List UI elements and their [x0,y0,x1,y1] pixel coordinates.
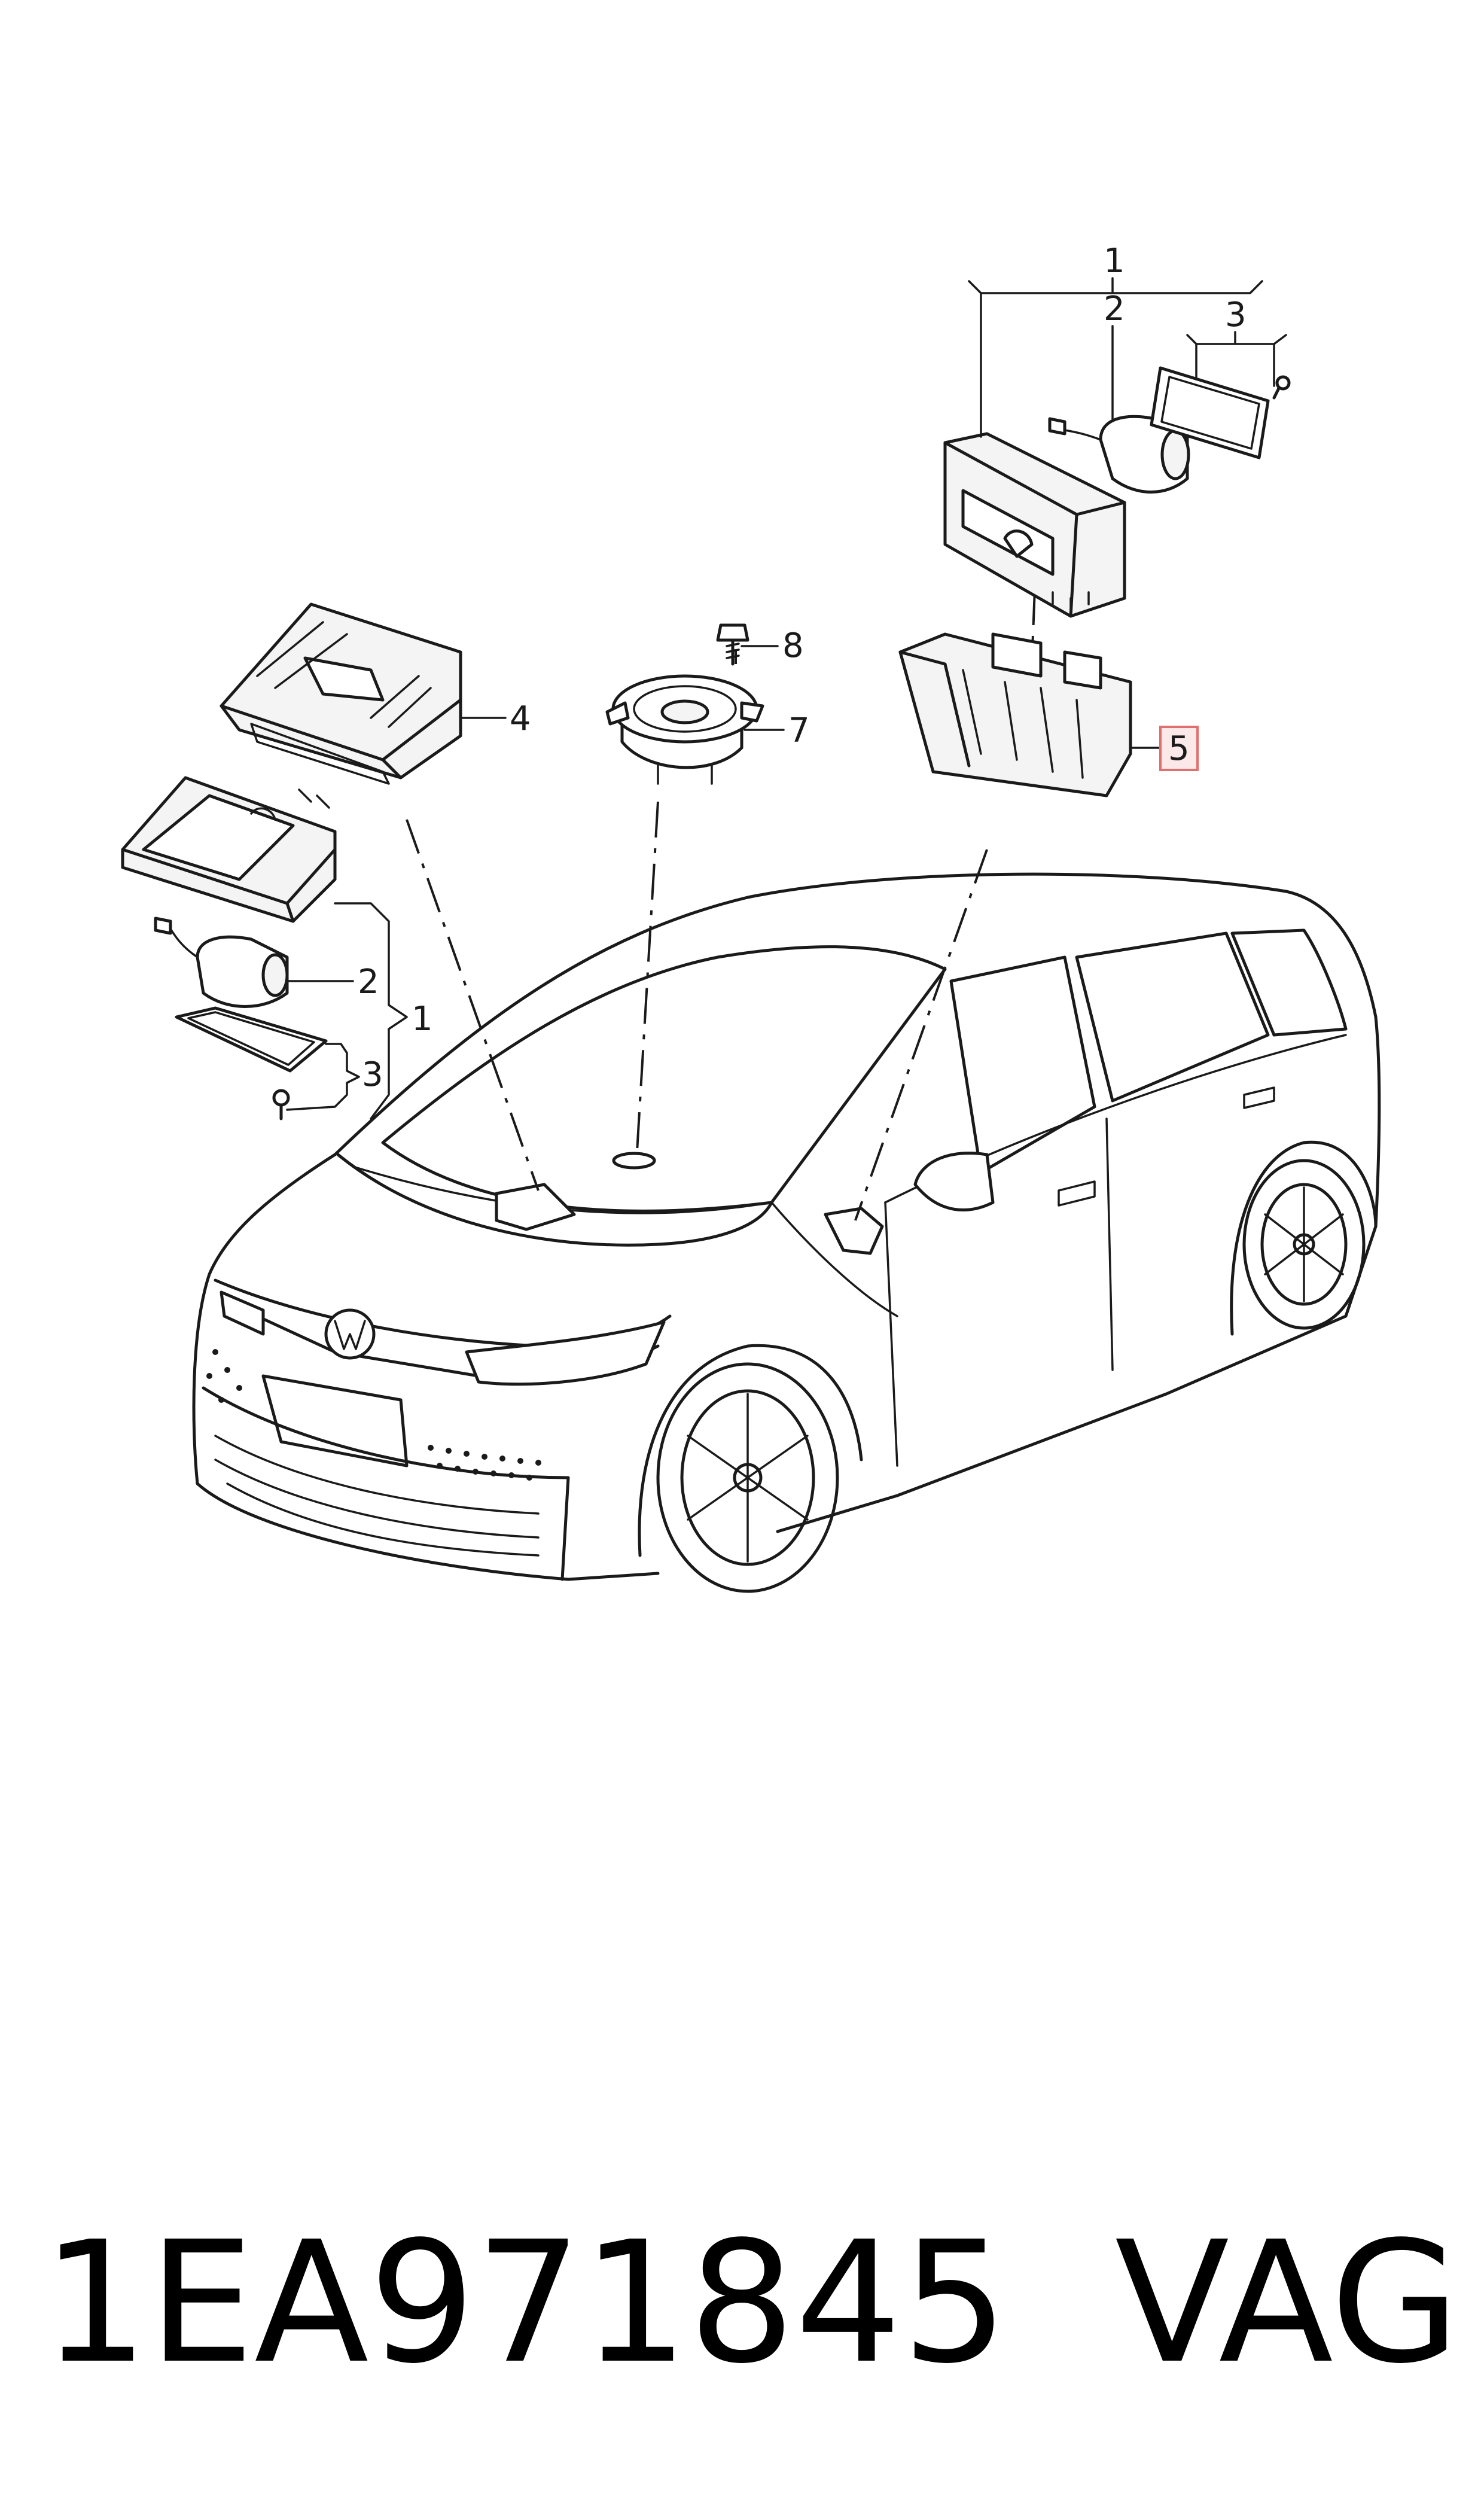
dash-speaker-cover [495,1183,576,1231]
part-2-battery-left [154,917,289,1008]
center-speaker-mount [612,1152,656,1170]
part-1-control-unit-left [121,776,337,923]
callout-2-left: 2 [358,963,379,1001]
callout-3-left: 3 [362,1055,383,1094]
brand-name: VAG [1114,2206,1460,2401]
part-5-bracket [898,632,1132,797]
part-3-cover-top [1150,366,1291,459]
part-number: 1EA971845 [42,2206,1008,2401]
part-8-screw [716,623,749,666]
part-2-battery-top [1048,415,1190,494]
a-pillar-bracket [824,1207,884,1255]
callout-5: 5 [1168,729,1190,768]
part-3-cover-left [175,1006,328,1121]
callout-4: 4 [510,699,531,738]
parts-diagram: 1 2 3 4 8 7 5 2 1 3 [121,242,1381,1593]
callout-3-top: 3 [1225,296,1247,334]
part-7-speaker [605,674,764,785]
callout-2-top: 2 [1104,290,1125,328]
callout-8: 8 [782,626,804,665]
footer-caption: 1EA971845 VAG [42,2213,1460,2393]
callout-brackets [286,277,1287,1120]
grille-pattern [206,1349,541,1481]
callout-1-left: 1 [412,1000,433,1039]
callout-7: 7 [788,711,810,750]
callout-5-highlight-box [1159,726,1199,771]
car-outline [192,872,1381,1593]
callout-1-top: 1 [1104,242,1125,281]
part-1-control-unit-top [943,432,1126,618]
part-4-speaker-housing [220,602,462,785]
